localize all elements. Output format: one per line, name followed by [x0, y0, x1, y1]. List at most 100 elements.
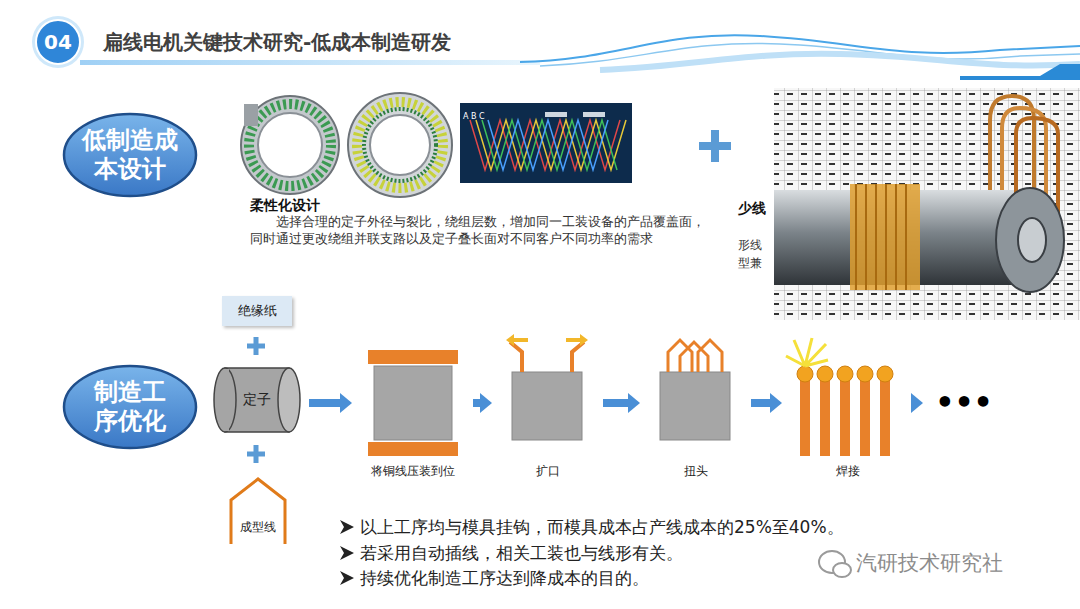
winding-tag [545, 112, 567, 117]
title-band [80, 60, 540, 65]
rotor-hub [1018, 218, 1046, 262]
category-oval: 低制造成本设计 [62, 112, 198, 198]
bullet-marker [340, 520, 354, 534]
weld-stage [786, 338, 893, 456]
label-holder: 04 [36, 29, 80, 55]
cylinder-end [214, 368, 236, 432]
copper-wire [698, 340, 722, 372]
section-badge [36, 20, 80, 64]
weld-spark [786, 338, 828, 366]
rotor-end [996, 188, 1064, 292]
copper-wire [510, 342, 522, 372]
press-stage [368, 350, 458, 456]
direction-arrow [566, 334, 588, 346]
oval-shape [64, 366, 196, 448]
stator-bore [370, 115, 430, 175]
winding-panel [460, 103, 632, 183]
title-holder: 扁线电机关键技术研究-低成本制造研发 [103, 29, 451, 56]
flow-arrow [603, 393, 640, 413]
formed-wire-line [231, 479, 285, 544]
weld-ball [797, 366, 813, 382]
cut-heading: 少线 [738, 200, 766, 216]
flow-arrow [309, 393, 352, 413]
node-text: 成型线 [240, 519, 276, 536]
description-text: 选择合理的定子外径与裂比，绕组层数，增加同一工装设备的产品覆盖面，同时通过更改绕… [250, 214, 708, 248]
watermark: 汽研技术研究社 [856, 551, 1003, 575]
slide-title: 扁线电机关键技术研究-低成本制造研发 [103, 30, 451, 54]
copper-bar [880, 378, 890, 456]
winding-path [476, 120, 626, 170]
watermark-icon [819, 551, 851, 577]
flow-arrow [473, 393, 492, 413]
section-badge [32, 16, 84, 68]
weld-ball [857, 366, 873, 382]
copper-bar [800, 378, 810, 456]
continuation-dots: ••• [931, 383, 997, 423]
oval-shape [64, 114, 196, 196]
title-tab [960, 64, 1080, 80]
copper-bar [368, 350, 458, 364]
category-oval: 制造工序优化 [62, 364, 198, 450]
twist-stage [660, 340, 730, 440]
process-step: 扩口 [500, 340, 595, 480]
arrow-head [480, 393, 492, 413]
node-text: 制造工序优化 [91, 378, 169, 436]
cylinder-seam [225, 369, 229, 431]
stator-image [348, 93, 452, 197]
bullet-text: 持续优化制造工序达到降成本的目的。 [360, 568, 649, 588]
label-holder: 柔性化设计 [250, 195, 320, 214]
plus-sign [247, 445, 265, 463]
node-text: 将铜线压装到位 [371, 463, 455, 480]
node-text: ••• [935, 388, 993, 418]
label-holder: 型兼 [738, 252, 762, 272]
cut-text: 形线 [738, 238, 762, 252]
label-holder: 汽研技术研究社 [856, 550, 1003, 577]
stator-frame [241, 96, 339, 194]
node-text: 扭头 [684, 463, 708, 480]
node-text: 绝缘纸 [238, 302, 277, 320]
copper-wire [572, 342, 584, 372]
arrow-shaft [309, 399, 341, 407]
formed-wire-shape: 成型线 [228, 476, 288, 544]
subheading: 柔性化设计 [250, 197, 320, 213]
winding-path [482, 120, 617, 170]
image-ground [774, 88, 1080, 320]
copper-end [850, 184, 920, 290]
arrow-shaft [473, 399, 481, 407]
winding-path [488, 120, 608, 170]
stator-frame [348, 93, 452, 197]
weld-ball [817, 366, 833, 382]
stator-core [364, 109, 436, 181]
label-holder: A B C [463, 104, 485, 123]
node-text: 低制造成本设计 [80, 126, 180, 184]
bullet-marker [340, 546, 354, 560]
arrow-head [911, 393, 923, 413]
plus-sign [699, 130, 731, 162]
copper-bar [860, 378, 870, 456]
plus-sign [247, 337, 265, 355]
node-text: 扩口 [536, 463, 560, 480]
process-step: 将铜线压装到位 [360, 340, 465, 480]
direction-arrow [506, 334, 528, 346]
flow-arrow [911, 393, 923, 413]
stator-winding [357, 102, 443, 188]
arrow-head [770, 393, 782, 413]
process-step: 扭头 [648, 340, 743, 480]
arrow-shaft [603, 399, 629, 407]
copper-bar [820, 378, 830, 456]
weld-ball [837, 366, 853, 382]
watermark-bubble [833, 563, 851, 577]
arrow-shaft [751, 399, 771, 407]
node-text: 焊接 [836, 463, 860, 480]
winding-tag [583, 112, 605, 117]
flow-arrow [751, 393, 782, 413]
stator-block [374, 366, 452, 440]
copper-bar [840, 378, 850, 456]
material-box: 绝缘纸 [222, 296, 292, 326]
arrow-head [340, 393, 352, 413]
label-holder: 选择合理的定子外径与裂比，绕组层数，增加同一工装设备的产品覆盖面，同时通过更改绕… [250, 214, 708, 248]
section-number: 04 [44, 30, 72, 54]
copper-bar [368, 442, 458, 456]
label-holder: 若采用自动插线，相关工装也与线形有关。 [360, 542, 683, 564]
stator-winding [249, 104, 331, 186]
